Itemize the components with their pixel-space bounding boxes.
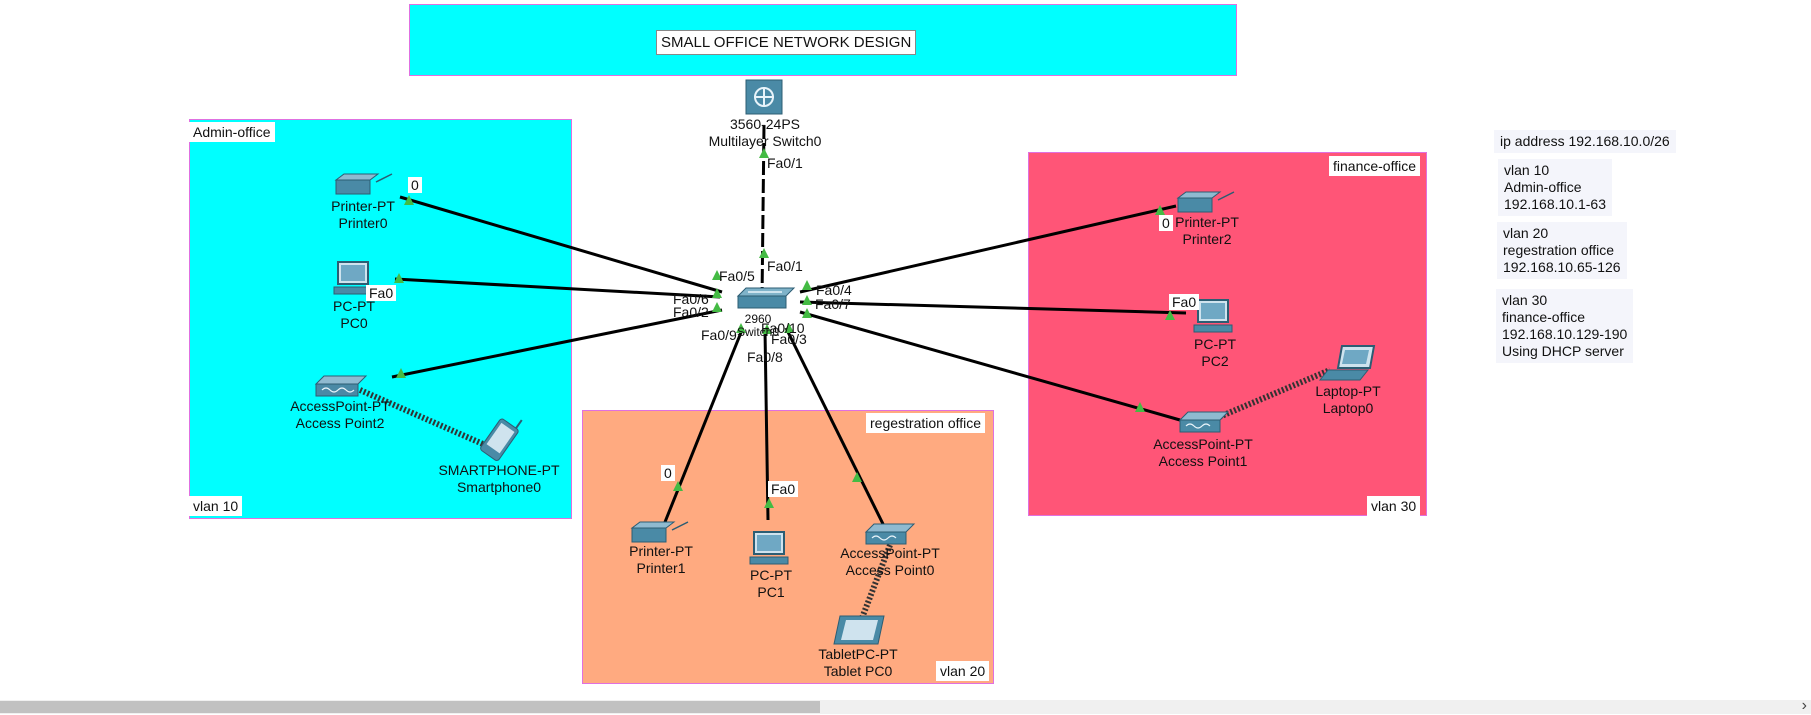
switch-port-fa07: Fa0/7 <box>815 296 851 312</box>
link-indicators <box>394 148 1175 508</box>
printer0-label[interactable]: Printer-PT Printer0 <box>331 198 395 231</box>
admin-vlan-label: vlan 10 <box>189 496 243 516</box>
printer2-port-label: 0 <box>1159 215 1173 231</box>
wireless-ap1-laptop <box>1210 367 1332 423</box>
link-pc0 <box>394 277 721 299</box>
registration-vlan-label: vlan 20 <box>936 661 990 681</box>
admin-office-zone[interactable] <box>189 119 572 519</box>
link-printer1 <box>663 329 744 523</box>
pc1-icon <box>749 531 789 565</box>
printer1-label[interactable]: Printer-PT Printer1 <box>629 543 693 576</box>
access-point1-icon <box>1178 411 1230 433</box>
switch-port-fa04: Fa0/4 <box>816 282 852 298</box>
link-ap1 <box>799 310 1181 422</box>
registration-office-label: regestration office <box>866 413 986 433</box>
link-pc2 <box>799 300 1187 315</box>
vlan20-note[interactable]: vlan 20 regestration office 192.168.10.6… <box>1497 222 1627 279</box>
printer0-port-label: 0 <box>408 177 422 193</box>
access-point0-icon <box>864 523 916 545</box>
link-printer0 <box>399 195 723 294</box>
link-printer2 <box>799 204 1177 294</box>
multilayer-switch-label[interactable]: 3560-24PS Multilayer Switch0 <box>708 116 822 149</box>
laptop0-label[interactable]: Laptop-PT Laptop0 <box>1315 383 1381 416</box>
tablet-pc0-label[interactable]: TabletPC-PT Tablet PC0 <box>818 646 898 679</box>
printer2-label[interactable]: Printer-PT Printer2 <box>1175 214 1239 247</box>
tablet-pc0-icon <box>833 615 885 645</box>
finance-office-zone[interactable] <box>1028 152 1427 516</box>
printer0-icon <box>334 173 393 195</box>
registration-office-zone[interactable] <box>582 410 994 684</box>
switch-port-fa010: Fa0/10 <box>761 320 805 336</box>
vlan10-note[interactable]: vlan 10 Admin-office 192.168.10.1-63 <box>1498 159 1612 216</box>
pc0-port-label: Fa0 <box>366 285 397 301</box>
core-switch-label[interactable]: 2960 Switch0 <box>736 312 780 339</box>
smartphone0-icon <box>480 418 523 461</box>
admin-office-label: Admin-office <box>189 122 275 142</box>
switch-port-fa03: Fa0/3 <box>771 331 807 347</box>
wireless-ap2-smartphone <box>358 387 494 451</box>
pc2-icon <box>1193 299 1233 333</box>
pc0-label[interactable]: PC-PT PC0 <box>333 298 375 331</box>
smartphone0-label[interactable]: SMARTPHONE-PT Smartphone0 <box>438 462 560 495</box>
laptop0-icon <box>1318 345 1376 381</box>
switch-port-fa05: Fa0/5 <box>719 268 755 284</box>
finance-office-label: finance-office <box>1329 156 1421 176</box>
access-point0-label[interactable]: AccessPoint-PT Access Point0 <box>840 545 940 578</box>
finance-vlan-label: vlan 30 <box>1367 496 1421 516</box>
link-ap2 <box>391 308 723 379</box>
ip-address-note[interactable]: ip address 192.168.10.0/26 <box>1494 130 1676 153</box>
diagram-title: SMALL OFFICE NETWORK DESIGN <box>656 30 917 55</box>
access-point1-label[interactable]: AccessPoint-PT Access Point1 <box>1153 436 1253 469</box>
multilayer-switch-icon <box>745 79 783 115</box>
core-switch-icon <box>736 287 796 309</box>
link-pc1 <box>763 329 770 521</box>
switch-port-fa09: Fa0/9 <box>701 327 737 343</box>
printer1-port-label: 0 <box>661 465 675 481</box>
switch-port-fa06: Fa0/6 <box>673 291 709 307</box>
horizontal-scrollbar[interactable]: › <box>0 697 1811 714</box>
multilayer-port-label: Fa0/1 <box>767 155 803 171</box>
access-point2-icon <box>314 375 368 397</box>
switch-port-uplink: Fa0/1 <box>767 258 803 274</box>
scrollbar-thumb[interactable] <box>0 701 820 713</box>
access-point2-label[interactable]: AccessPoint-PT Access Point2 <box>290 398 390 431</box>
pc2-port-label: Fa0 <box>1169 294 1200 310</box>
pc1-port-label: Fa0 <box>768 481 799 497</box>
switch-port-fa08: Fa0/8 <box>747 349 783 365</box>
printer1-icon <box>630 521 689 543</box>
scroll-right-arrow-icon[interactable]: › <box>1801 697 1807 714</box>
pc2-label[interactable]: PC-PT PC2 <box>1194 336 1236 369</box>
vlan30-note[interactable]: vlan 30 finance-office 192.168.10.129-19… <box>1496 289 1634 363</box>
switch-port-fa02: Fa0/2 <box>673 304 709 320</box>
wireless-ap0-tablet <box>859 543 893 620</box>
link-ap0 <box>784 327 886 527</box>
pc1-label[interactable]: PC-PT PC1 <box>750 567 792 600</box>
printer2-icon <box>1176 191 1235 213</box>
pc0-icon <box>333 261 373 295</box>
